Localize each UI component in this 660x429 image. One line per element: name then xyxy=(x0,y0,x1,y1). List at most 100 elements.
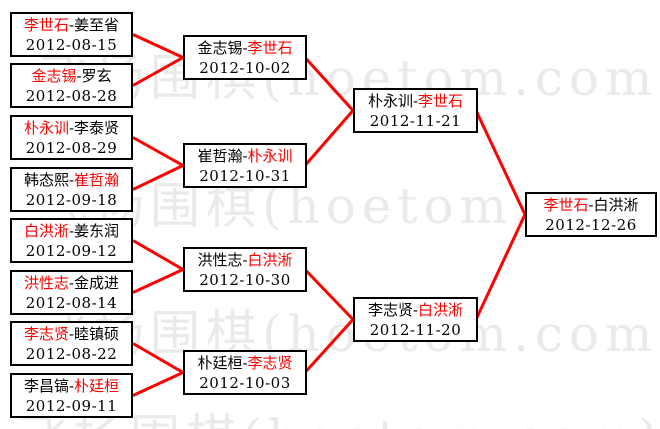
match-date: 2012-09-11 xyxy=(25,396,118,415)
name-separator: - xyxy=(242,250,248,269)
match-box-r1-4: 韩态熙-崔哲瀚 2012-09-18 xyxy=(10,167,133,212)
player2-name: 姜东润 xyxy=(74,221,120,240)
match-players: 白洪淅-姜东润 xyxy=(24,221,119,241)
player1-name: 崔哲瀚 xyxy=(197,146,243,165)
player1-name: 李志贤 xyxy=(367,300,413,319)
match-box-sf-2: 李志贤-白洪淅 2012-11-20 xyxy=(353,297,478,342)
name-separator: - xyxy=(68,15,75,34)
match-date: 2012-08-29 xyxy=(25,138,118,157)
match-players: 李世石-白洪淅 xyxy=(543,195,638,215)
match-box-r1-2: 金志锡-罗玄 2012-08-28 xyxy=(10,63,133,108)
name-separator: - xyxy=(242,146,248,165)
connector-line xyxy=(132,239,184,271)
connector-line xyxy=(132,164,184,191)
match-date: 2012-12-26 xyxy=(545,215,637,234)
watermark-text: 飞扬围棋(hoetom.com) xyxy=(18,398,660,429)
player1-name: 金志锡 xyxy=(197,38,243,57)
match-box-r2-3: 洪性志-白洪淅 2012-10-30 xyxy=(183,247,307,292)
match-date: 2012-10-03 xyxy=(199,373,291,392)
player1-name: 白洪淅 xyxy=(23,221,69,240)
name-separator: - xyxy=(68,221,75,240)
match-players: 韩态熙-崔哲瀚 xyxy=(24,170,119,190)
name-separator: - xyxy=(68,273,75,292)
player2-name: 白洪淅 xyxy=(418,300,464,319)
match-box-r1-1: 李世石-姜至省 2012-08-15 xyxy=(10,12,133,57)
player2-name: 崔哲瀚 xyxy=(74,170,120,189)
match-players: 李昌镐-朴廷桓 xyxy=(24,376,119,396)
match-date: 2012-08-22 xyxy=(25,344,118,363)
player2-name: 睦镇硕 xyxy=(74,324,120,343)
player2-name: 李世石 xyxy=(418,91,464,110)
player1-name: 朴永训 xyxy=(23,118,69,137)
connector-line xyxy=(474,213,527,321)
match-box-sf-1: 朴永训-李世石 2012-11-21 xyxy=(353,88,478,133)
connector-line xyxy=(303,318,355,374)
connector-line xyxy=(132,136,184,167)
player2-name: 姜至省 xyxy=(74,15,120,34)
match-box-r2-2: 崔哲瀚-朴永训 2012-10-31 xyxy=(183,143,307,188)
connector-line xyxy=(303,268,355,321)
name-separator: - xyxy=(412,91,419,110)
connector-line xyxy=(132,56,184,87)
match-players: 朴永训-李世石 xyxy=(368,91,463,111)
name-separator: - xyxy=(68,324,75,343)
match-players: 洪性志-白洪淅 xyxy=(197,250,292,270)
connector-line xyxy=(303,109,355,167)
name-separator: - xyxy=(242,353,248,372)
match-box-r1-7: 李志贤-睦镇硕 2012-08-22 xyxy=(10,321,133,366)
match-players: 金志锡-李世石 xyxy=(197,38,292,58)
name-separator: - xyxy=(588,195,594,214)
match-date: 2012-10-31 xyxy=(199,166,291,185)
match-date: 2012-10-02 xyxy=(199,58,291,77)
player2-name: 朴廷桓 xyxy=(74,376,120,395)
player1-name: 李世石 xyxy=(543,195,589,214)
player1-name: 洪性志 xyxy=(197,250,243,269)
match-players: 朴廷桓-李志贤 xyxy=(197,353,292,373)
connector-line xyxy=(132,371,184,397)
match-box-r1-5: 白洪淅-姜东润 2012-09-12 xyxy=(10,218,133,263)
name-separator: - xyxy=(76,66,82,85)
player1-name: 朴永训 xyxy=(367,91,413,110)
match-date: 2012-09-18 xyxy=(25,190,118,209)
match-players: 李世石-姜至省 xyxy=(24,15,119,35)
player1-name: 李世石 xyxy=(23,15,69,34)
name-separator: - xyxy=(68,118,75,137)
name-separator: - xyxy=(68,376,75,395)
player2-name: 金成进 xyxy=(74,273,120,292)
match-players: 朴永训-李泰贤 xyxy=(24,118,119,138)
player2-name: 罗玄 xyxy=(81,66,112,85)
name-separator: - xyxy=(242,38,248,57)
match-date: 2012-11-21 xyxy=(369,111,462,130)
player1-name: 李昌镐 xyxy=(23,376,69,395)
match-players: 李志贤-白洪淅 xyxy=(368,300,463,320)
player2-name: 李世石 xyxy=(247,38,293,57)
match-date: 2012-08-14 xyxy=(25,293,118,312)
watermark-text: 飞扬围棋(hoetom.com) xyxy=(38,49,660,107)
player1-name: 李志贤 xyxy=(23,324,69,343)
player2-name: 李志贤 xyxy=(247,353,293,372)
match-date: 2012-11-20 xyxy=(369,320,462,339)
match-date: 2012-09-12 xyxy=(25,241,118,260)
match-players: 金志锡-罗玄 xyxy=(31,66,111,86)
connector-line xyxy=(132,33,184,59)
connector-line xyxy=(303,56,355,112)
match-box-r1-6: 洪性志-金成进 2012-08-14 xyxy=(10,270,133,315)
player2-name: 李泰贤 xyxy=(74,118,120,137)
player2-name: 白洪淅 xyxy=(593,195,639,214)
match-date: 2012-08-28 xyxy=(25,86,118,105)
match-date: 2012-10-30 xyxy=(199,270,291,289)
player2-name: 白洪淅 xyxy=(247,250,293,269)
connector-line xyxy=(474,109,527,216)
player1-name: 韩态熙 xyxy=(23,170,69,189)
player1-name: 朴廷桓 xyxy=(197,353,243,372)
player2-name: 朴永训 xyxy=(247,146,293,165)
match-box-r1-8: 李昌镐-朴廷桓 2012-09-11 xyxy=(10,373,133,418)
player1-name: 洪性志 xyxy=(23,273,69,292)
match-box-r2-4: 朴廷桓-李志贤 2012-10-03 xyxy=(183,350,307,395)
match-players: 洪性志-金成进 xyxy=(24,273,119,293)
match-players: 崔哲瀚-朴永训 xyxy=(197,146,292,166)
name-separator: - xyxy=(68,170,75,189)
name-separator: - xyxy=(412,300,419,319)
